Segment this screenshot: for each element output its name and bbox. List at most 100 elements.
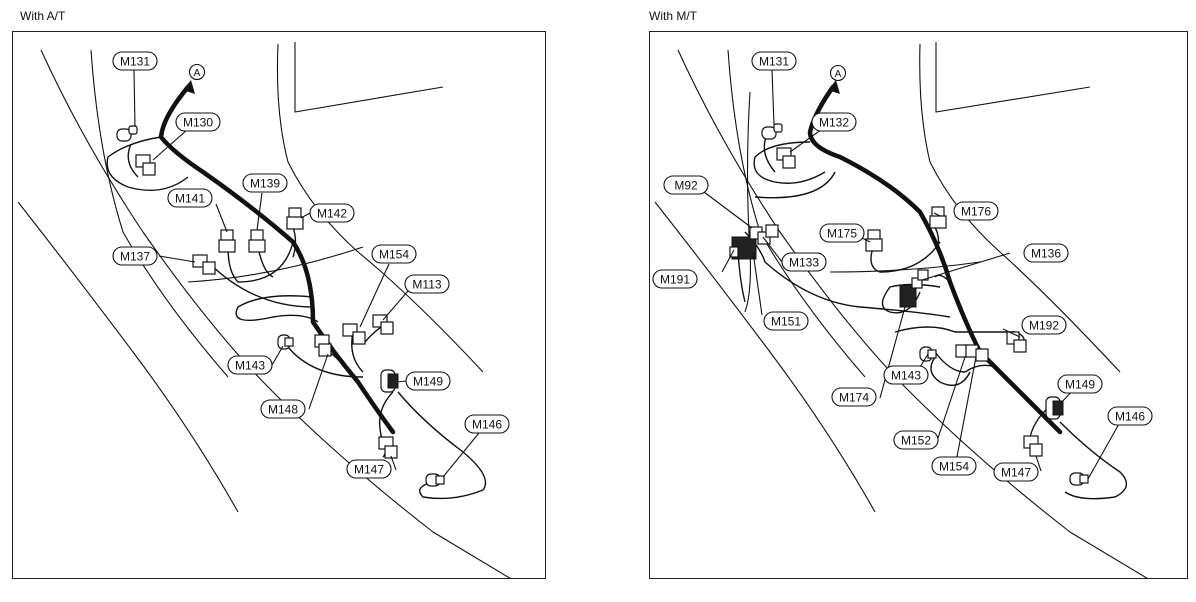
connector-label: M151 bbox=[763, 311, 809, 331]
connector-label-text: M174 bbox=[839, 391, 869, 405]
body-line bbox=[829, 261, 981, 273]
branch-wire bbox=[934, 351, 996, 373]
body-line bbox=[187, 246, 364, 283]
panel-caption-mt: With M/T bbox=[649, 9, 697, 23]
connector-label: M174 bbox=[831, 387, 877, 407]
connector-label: M141 bbox=[167, 188, 213, 208]
connector-icon bbox=[378, 436, 398, 459]
connector-icon bbox=[286, 207, 304, 230]
connector-icon bbox=[372, 314, 394, 335]
connector-label: M131 bbox=[751, 51, 797, 71]
connector-label-text: M191 bbox=[660, 273, 690, 287]
branch-wire bbox=[397, 391, 487, 500]
connector-label-text: M130 bbox=[183, 116, 213, 130]
branch-wire bbox=[127, 143, 139, 178]
connector-icon bbox=[1069, 472, 1089, 486]
body-line bbox=[294, 42, 444, 113]
connector-label-text: M175 bbox=[827, 227, 857, 241]
grommet-icon bbox=[1045, 396, 1064, 420]
body-line bbox=[744, 91, 751, 313]
connector-label-text: M154 bbox=[379, 248, 409, 262]
connector-label: M152 bbox=[893, 430, 939, 450]
connector-label: M154 bbox=[931, 456, 977, 476]
connector-label: M149 bbox=[1057, 374, 1103, 394]
connector-icon bbox=[776, 147, 796, 169]
connector-label: M131 bbox=[112, 51, 158, 71]
body-line bbox=[40, 49, 511, 578]
connector-icon bbox=[929, 206, 947, 229]
connector-label-text: M154 bbox=[939, 460, 969, 474]
connector-icon bbox=[248, 229, 266, 253]
grommet-icon bbox=[380, 369, 399, 393]
branch-wire bbox=[934, 226, 940, 248]
marker-circle: A bbox=[188, 63, 206, 81]
connector-label: M176 bbox=[953, 201, 999, 221]
branch-wire bbox=[227, 241, 294, 283]
leader-lines bbox=[133, 69, 480, 478]
marker-circle: A bbox=[829, 64, 847, 82]
connector-label-text: M147 bbox=[1001, 466, 1031, 480]
connector-label: M92 bbox=[663, 175, 709, 195]
connector-label: M143 bbox=[227, 355, 273, 375]
connector-label-text: M131 bbox=[759, 55, 789, 69]
connector-label: M147 bbox=[346, 459, 392, 479]
connector-label: M133 bbox=[781, 252, 827, 272]
connector-icon bbox=[135, 154, 156, 176]
connector-label-text: M192 bbox=[1029, 319, 1059, 333]
connector-label-text: M143 bbox=[235, 359, 265, 373]
connector-label: M130 bbox=[175, 112, 221, 132]
connector-label-text: M132 bbox=[819, 116, 849, 130]
connector-icon bbox=[1023, 435, 1043, 457]
connector-label: M149 bbox=[405, 371, 451, 391]
connector-label: M146 bbox=[464, 414, 510, 434]
connector-label-text: M146 bbox=[472, 418, 502, 432]
connector-block-icon bbox=[729, 224, 779, 260]
body-line bbox=[90, 49, 229, 378]
body-line bbox=[935, 42, 1091, 113]
connector-label-text: M137 bbox=[120, 250, 150, 264]
body-line bbox=[677, 49, 1148, 578]
connector-label-text: M131 bbox=[120, 55, 150, 69]
connector-label-text: M136 bbox=[1031, 247, 1061, 261]
connector-block-icon bbox=[899, 269, 929, 308]
connector-label-text: M92 bbox=[674, 179, 698, 193]
connector-label-text: M149 bbox=[1065, 378, 1095, 392]
main-harness bbox=[807, 84, 1063, 435]
connector-label: M142 bbox=[309, 203, 355, 223]
connector-label: M136 bbox=[1023, 243, 1069, 263]
branch-wire bbox=[934, 274, 951, 283]
branch-wire bbox=[1059, 421, 1128, 500]
connector-label-text: M176 bbox=[961, 205, 991, 219]
connector-icon bbox=[761, 123, 783, 140]
branch-wire bbox=[754, 171, 836, 199]
connector-icon bbox=[865, 229, 883, 252]
body-line bbox=[17, 201, 239, 513]
connector-icon bbox=[192, 254, 216, 275]
marker-label: A bbox=[835, 69, 842, 80]
connector-label: M191 bbox=[652, 269, 698, 289]
connector-label: M175 bbox=[819, 223, 865, 243]
branch-wire bbox=[894, 326, 1025, 348]
connector-label-text: M113 bbox=[412, 278, 441, 292]
connector-label-text: M147 bbox=[354, 463, 384, 477]
connector-icon bbox=[277, 334, 294, 350]
connector-icon bbox=[218, 229, 236, 253]
connector-label-text: M142 bbox=[317, 207, 347, 221]
branch-wire bbox=[207, 261, 314, 308]
connector-label-text: M148 bbox=[268, 403, 298, 417]
connector-label-text: M151 bbox=[771, 315, 801, 329]
connector-label: M147 bbox=[993, 462, 1039, 482]
connector-label-text: M152 bbox=[901, 434, 931, 448]
branch-wire bbox=[744, 231, 951, 318]
connector-label: M154 bbox=[371, 244, 417, 264]
panel-caption-at: With A/T bbox=[20, 9, 66, 23]
branch-wire bbox=[235, 295, 319, 323]
connector-label: M137 bbox=[112, 246, 158, 266]
arrow-icon bbox=[183, 80, 195, 94]
connector-icon bbox=[342, 323, 366, 345]
arrow-icon bbox=[828, 80, 840, 94]
